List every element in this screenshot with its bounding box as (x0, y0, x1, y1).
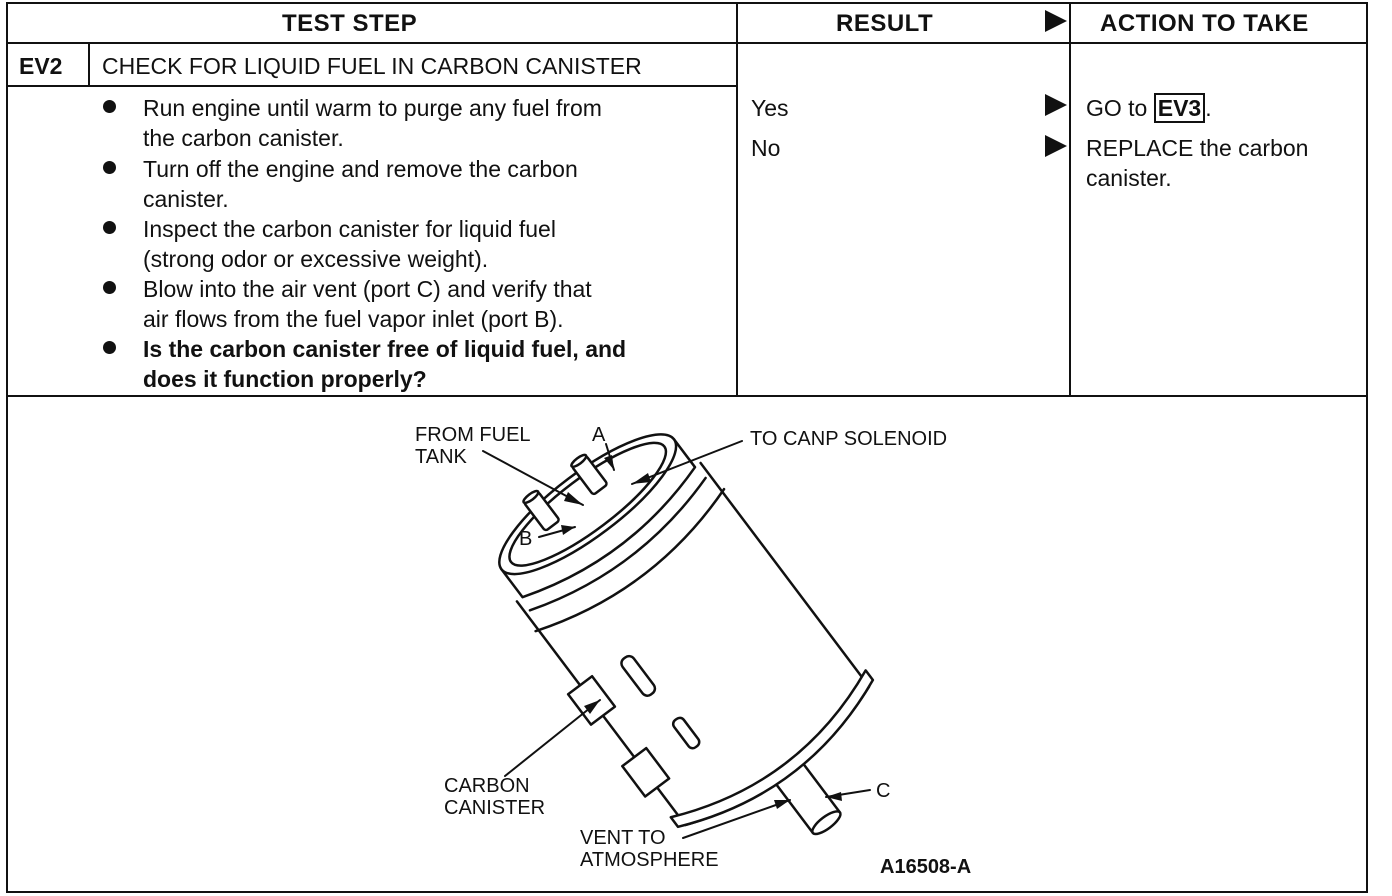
header-divider (6, 42, 1368, 44)
bullet-4-line-1: Blow into the air vent (port C) and veri… (143, 276, 592, 302)
bullet-5-line-1: Is the carbon canister free of liquid fu… (143, 336, 627, 362)
result-column-divider (736, 2, 738, 396)
action-yes-suffix: . (1205, 95, 1212, 121)
result-yes: Yes (751, 95, 789, 121)
action-yes: GO to EV3. (1086, 93, 1212, 123)
bullet-icon (103, 100, 116, 113)
bullet-5-line-2: does it function properly? (143, 366, 427, 392)
action-yes-ref[interactable]: EV3 (1153, 93, 1206, 123)
label-carbon-line-2: CANISTER (444, 797, 546, 819)
step-title: CHECK FOR LIQUID FUEL IN CARBON CANISTER (102, 53, 642, 79)
header-arrow-icon (1045, 10, 1067, 32)
header-test-step: TEST STEP (282, 10, 418, 37)
bullet-icon (103, 161, 116, 174)
bullet-icon (103, 341, 116, 354)
bullet-icon (103, 281, 116, 294)
no-arrow-icon (1045, 135, 1067, 157)
bullet-3-line-2: (strong odor or excessive weight). (143, 246, 489, 272)
id-column-divider (88, 42, 90, 86)
bullet-2-line-2: canister. (143, 186, 229, 212)
header-result: RESULT (836, 10, 934, 37)
label-port-c: C (876, 780, 891, 802)
label-port-b: B (519, 528, 533, 550)
bullet-2-line-1: Turn off the engine and remove the carbo… (143, 156, 578, 182)
bullet-1-line-2: the carbon canister. (143, 125, 344, 151)
bullet-3-line-1: Inspect the carbon canister for liquid f… (143, 216, 556, 242)
label-to-canp: TO CANP SOLENOID (750, 428, 948, 450)
figure-id: A16508-A (880, 856, 972, 878)
table-frame (6, 2, 1368, 893)
table-bottom-divider (6, 395, 1368, 397)
bullet-icon (103, 221, 116, 234)
result-no: No (751, 135, 781, 161)
label-carbon-line-1: CARBON (444, 775, 530, 797)
label-vent-line-2: ATMOSPHERE (580, 849, 719, 871)
action-no-line-2: canister. (1086, 165, 1172, 191)
label-port-a: A (592, 424, 606, 446)
action-no-line-1: REPLACE the carbon (1086, 135, 1309, 161)
bullet-1-line-1: Run engine until warm to purge any fuel … (143, 95, 602, 121)
step-id: EV2 (19, 53, 63, 79)
action-column-divider (1069, 2, 1071, 396)
label-vent-line-1: VENT TO (580, 827, 666, 849)
header-action: ACTION TO TAKE (1100, 10, 1309, 37)
title-divider (6, 85, 738, 87)
action-yes-prefix: GO to (1086, 95, 1148, 121)
label-from-fuel-line-2: TANK (415, 446, 467, 468)
yes-arrow-icon (1045, 94, 1067, 116)
label-from-fuel-line-1: FROM FUEL (415, 424, 531, 446)
bullet-4-line-2: air flows from the fuel vapor inlet (por… (143, 306, 564, 332)
